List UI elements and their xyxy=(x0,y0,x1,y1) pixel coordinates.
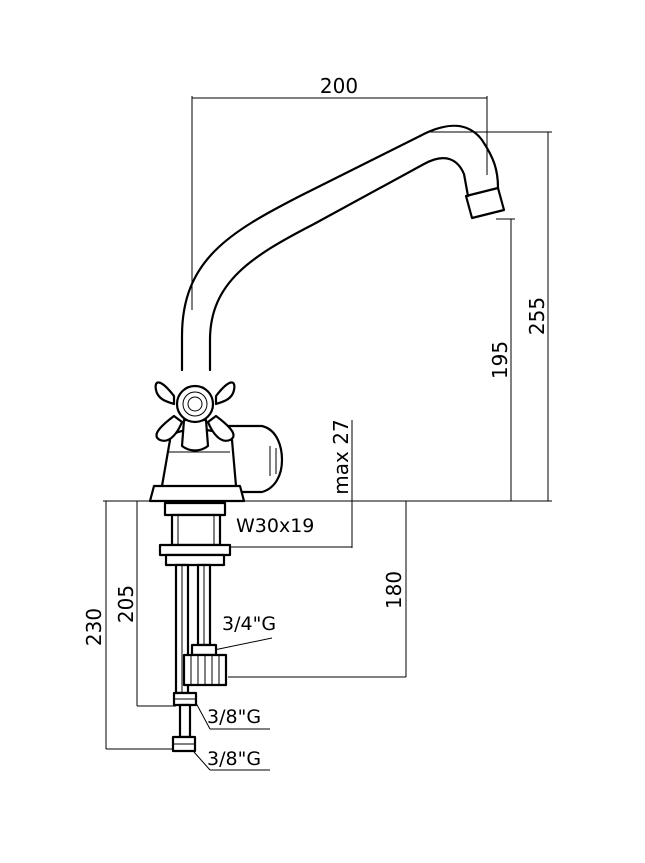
dim-hose-length: 180 xyxy=(382,571,406,609)
valve-body xyxy=(148,424,284,503)
dim-max-deck: max 27 xyxy=(329,419,353,494)
spout xyxy=(180,124,506,372)
dim-lower-length-1: 205 xyxy=(114,585,138,623)
connector-nut-1 xyxy=(172,691,198,707)
connector-nut-2 xyxy=(171,735,197,753)
dim-outlet-height: 195 xyxy=(488,341,512,379)
label-nut: W30x19 xyxy=(236,515,314,537)
dim-spout-reach: 200 xyxy=(320,74,358,98)
mounting-shank xyxy=(158,501,232,567)
label-thread-connector-1: 3/8"G xyxy=(207,706,261,728)
dimension-lines xyxy=(103,96,552,771)
lower-hose xyxy=(178,703,192,739)
label-thread-connector-2: 3/8"G xyxy=(207,748,261,770)
dim-total-height: 255 xyxy=(525,297,549,335)
label-thread-inlet: 3/4"G xyxy=(222,613,276,635)
main-inlet-nut xyxy=(182,643,228,687)
cross-handle-icon xyxy=(154,381,236,452)
dim-lower-length-2: 230 xyxy=(82,608,106,646)
